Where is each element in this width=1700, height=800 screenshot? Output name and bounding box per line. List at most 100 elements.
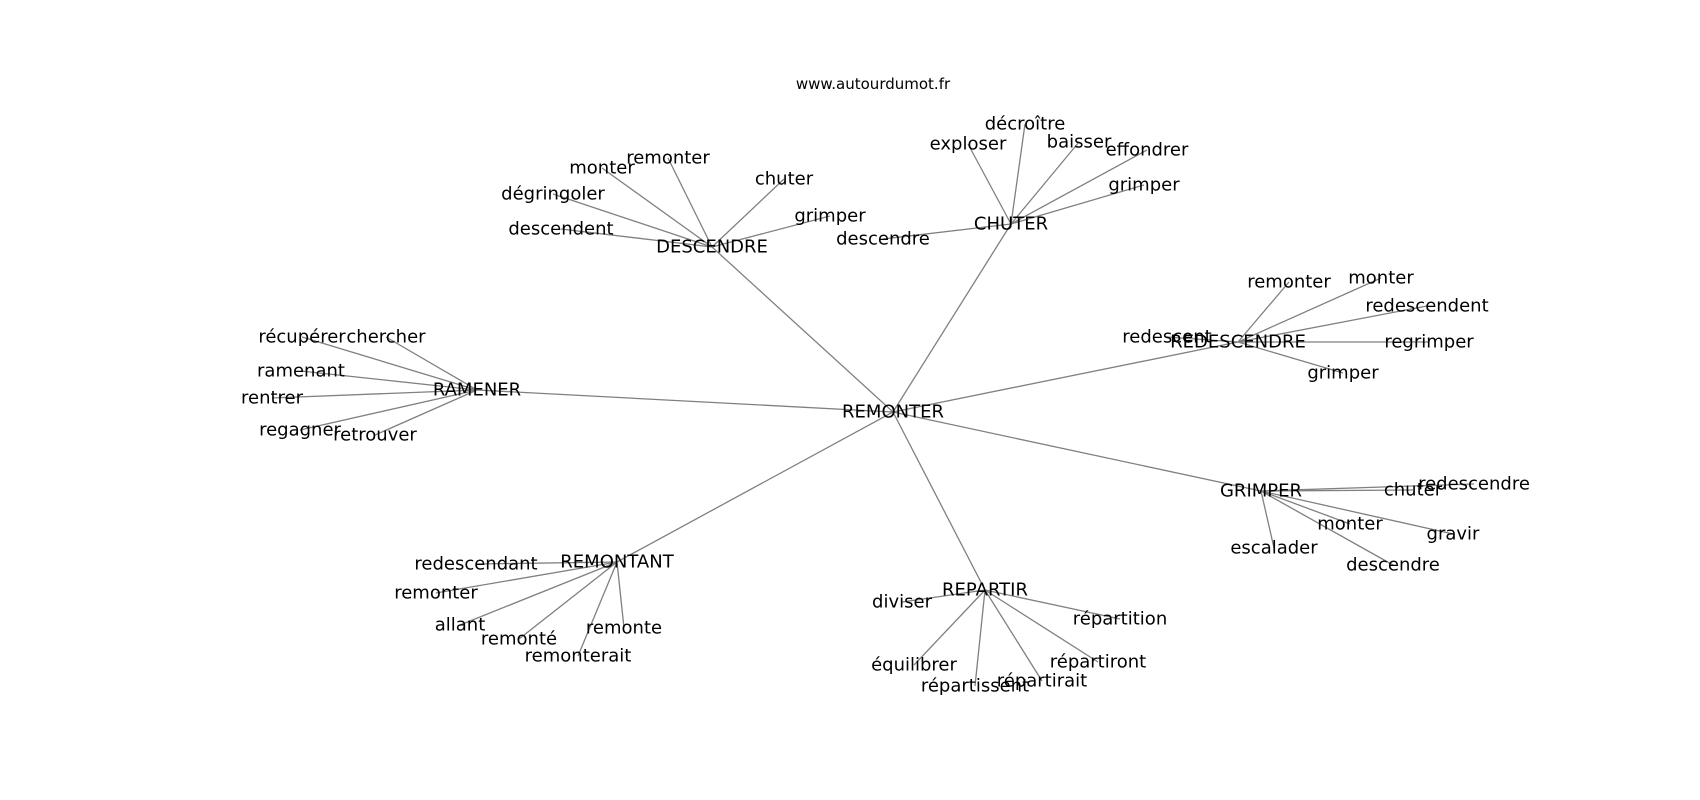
edge-hub-leaf [1010, 141, 1080, 225]
edge-hub-leaf [974, 589, 986, 687]
edge-hub-leaf [616, 561, 625, 629]
edge-hub-leaf [518, 561, 618, 640]
edge-hub-leaf [1010, 123, 1026, 225]
leaf-node-label: redescendant [414, 554, 537, 575]
leaf-node-label: grimper [1307, 363, 1379, 384]
leaf-node-label: remonté [481, 629, 557, 650]
edge-hub-leaf [984, 589, 1099, 663]
hub-node-label: REPARTIR [942, 580, 1028, 601]
leaf-node-label: retrouver [333, 425, 417, 446]
edge-hub-leaf [299, 389, 478, 431]
edge-hub-leaf [667, 157, 713, 248]
edge-center-hub [892, 223, 1012, 413]
leaf-node-label: répartiront [1050, 652, 1146, 673]
leaf-node-label: redescent [1122, 327, 1211, 348]
edge-hub-leaf [1260, 490, 1454, 535]
edge-center-hub [616, 411, 894, 563]
edge-hub-leaf [711, 178, 785, 248]
edge-hub-leaf [1260, 490, 1275, 549]
edge-hub-leaf [984, 589, 1121, 620]
edge-hub-leaf [577, 561, 618, 657]
leaf-node-label: dégringoler [501, 184, 605, 205]
leaf-node-label: grimper [794, 206, 866, 227]
edge-hub-leaf [552, 193, 713, 248]
leaf-node-label: monter [1348, 268, 1414, 289]
leaf-node-label: allant [435, 615, 486, 636]
leaf-node-label: diviser [872, 592, 933, 613]
edge-hub-leaf [1237, 305, 1428, 343]
edge-hub-leaf [984, 589, 1043, 682]
leaf-node-label: exploser [930, 134, 1007, 155]
leaf-node-label: redescendre [1418, 474, 1530, 495]
leaf-node-label: monter [1317, 514, 1383, 535]
leaf-node-label: remonte [586, 618, 662, 639]
edge-hub-leaf [560, 228, 713, 248]
leaf-node-label: récupérer [258, 327, 346, 348]
site-label: www.autourdumot.fr [796, 75, 951, 93]
edge-hub-leaf [271, 389, 478, 399]
edge-center-hub [892, 411, 1262, 492]
edge-hub-leaf [459, 561, 618, 626]
edge-hub-leaf [301, 336, 478, 391]
edge-hub-leaf [1166, 336, 1239, 343]
edge-hub-leaf [1260, 490, 1394, 566]
leaf-node-label: regrimper [1384, 332, 1474, 353]
hub-node-label: GRIMPER [1220, 481, 1302, 502]
leaf-node-label: chuter [755, 169, 814, 190]
leaf-node-label: chuter [1384, 480, 1443, 501]
leaf-node-label: décroître [985, 114, 1066, 135]
edges-layer [271, 123, 1475, 687]
leaf-node-label: baisser [1047, 132, 1112, 153]
edge-hub-leaf [1010, 149, 1148, 225]
labels-layer: REMONTERDESCENDREmonterremonterchuterdég… [241, 114, 1530, 697]
edge-hub-leaf [1010, 184, 1145, 225]
leaf-node-label: regagner [259, 420, 341, 441]
edge-hub-leaf [913, 589, 986, 666]
edge-hub-leaf [300, 370, 478, 391]
center-node-label: REMONTER [842, 402, 944, 423]
edge-center-hub [892, 411, 986, 591]
leaf-node-label: descendre [1346, 555, 1440, 576]
leaf-node-label: monter [569, 158, 635, 179]
hub-node-label: REMONTANT [560, 552, 674, 573]
leaf-node-label: rentrer [241, 388, 304, 409]
leaf-node-label: remonter [1247, 272, 1331, 293]
leaf-node-label: descendre [836, 229, 930, 250]
edge-hub-leaf [475, 561, 618, 565]
leaf-node-label: remonterait [525, 646, 632, 667]
edge-hub-leaf [1237, 281, 1290, 343]
edge-center-hub [476, 389, 894, 413]
leaf-node-label: ramenant [257, 361, 345, 382]
leaf-node-label: redescendent [1365, 296, 1488, 317]
edge-hub-leaf [435, 561, 618, 594]
edge-center-hub [711, 246, 894, 413]
edge-hub-leaf [967, 143, 1012, 225]
edge-hub-leaf [601, 167, 713, 248]
leaf-node-label: remonter [626, 148, 710, 169]
edge-hub-leaf [374, 389, 478, 436]
edge-hub-leaf [385, 336, 478, 391]
edge-center-hub [892, 341, 1239, 413]
leaf-node-label: répartissent [921, 676, 1029, 697]
edge-hub-leaf [1260, 490, 1351, 525]
edge-hub-leaf [1237, 277, 1382, 343]
edge-hub-leaf [882, 223, 1012, 240]
leaf-node-label: remonter [394, 583, 478, 604]
hub-node-label: REDESCENDRE [1170, 332, 1306, 353]
leaf-node-label: répartition [1073, 609, 1167, 630]
leaf-node-label: répartirait [997, 671, 1087, 692]
leaf-node-label: chercher [346, 327, 426, 348]
hub-node-label: DESCENDRE [656, 237, 768, 258]
edge-hub-leaf [711, 215, 831, 248]
leaf-node-label: équilibrer [871, 655, 957, 676]
hub-node-label: RAMENER [433, 380, 521, 401]
edge-hub-leaf [1260, 489, 1414, 492]
edge-hub-leaf [1237, 341, 1344, 374]
hub-node-label: CHUTER [974, 214, 1048, 235]
leaf-node-label: grimper [1108, 175, 1180, 196]
leaf-node-label: descendent [508, 219, 613, 240]
edge-hub-leaf [1260, 483, 1475, 492]
leaf-node-label: gravir [1427, 524, 1481, 545]
leaf-node-label: effondrer [1106, 140, 1189, 161]
